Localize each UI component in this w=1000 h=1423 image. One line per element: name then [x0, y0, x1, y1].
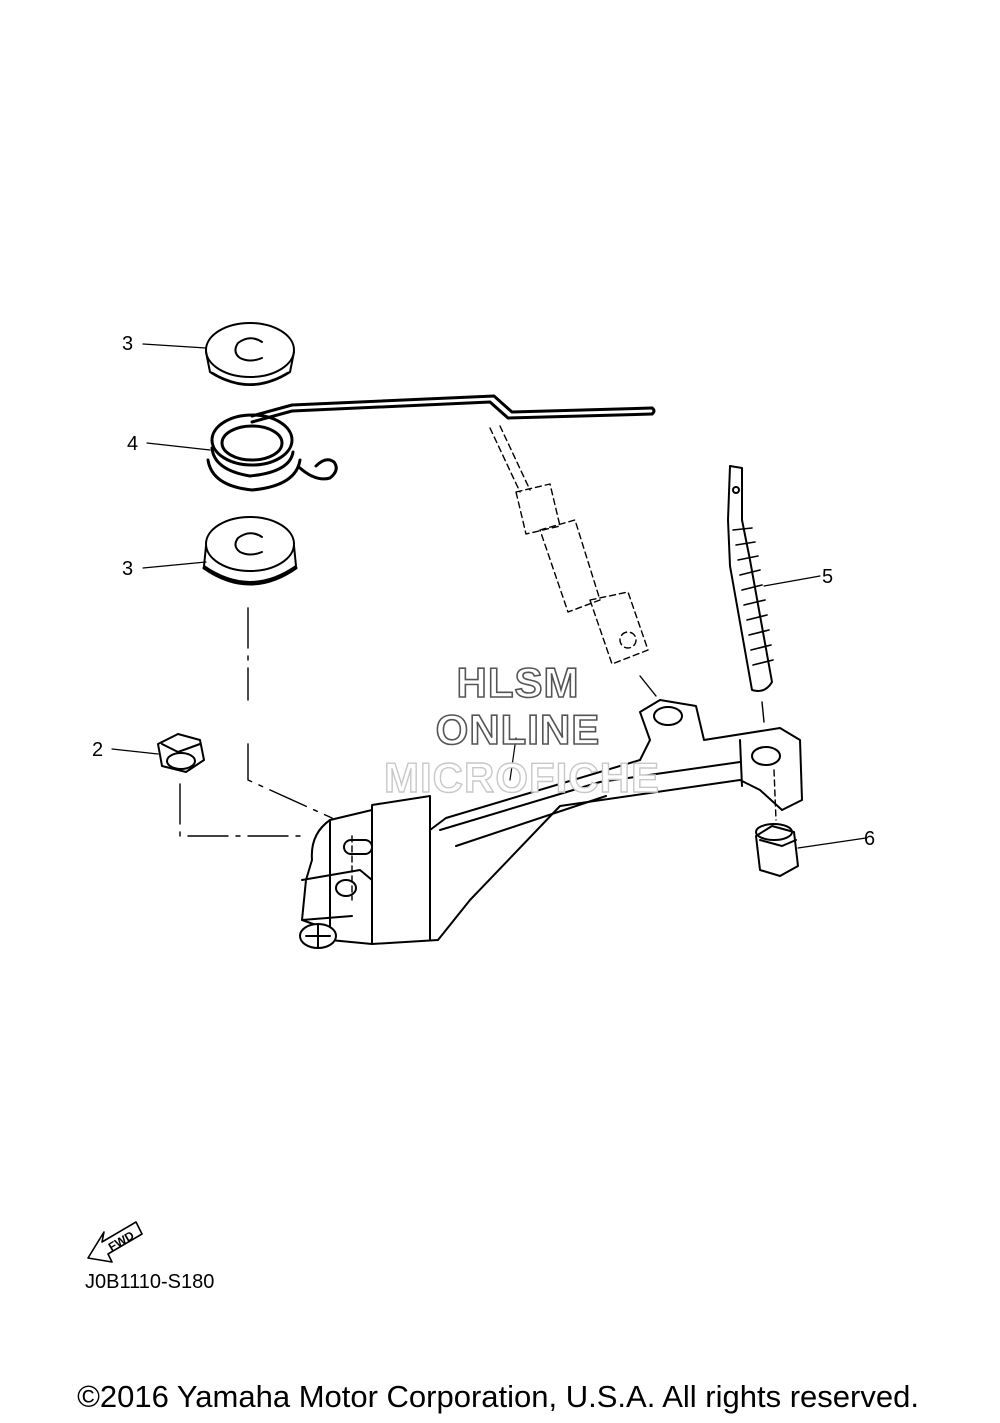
assembly-lines [179, 607, 777, 901]
bushing-lower-part [202, 516, 298, 586]
throttle-stop-screw-part [727, 465, 774, 692]
throttle-cable-reference [489, 425, 649, 665]
callout-2: 2 [92, 739, 103, 761]
watermark-line-3: MICROFICHE [384, 754, 660, 801]
callout-5: 5 [822, 566, 833, 588]
callout-6: 6 [864, 828, 875, 850]
watermark-line-1: HLSM [457, 659, 580, 706]
watermark-line-2: ONLINE [436, 706, 601, 753]
fwd-arrow-icon [87, 1221, 143, 1263]
cap-nut-part [755, 823, 799, 877]
bushing-upper-part [205, 322, 295, 386]
callout-4: 4 [127, 433, 138, 455]
throttle-lever-part [299, 699, 803, 949]
copyright-notice: ©2016 Yamaha Motor Corporation, U.S.A. A… [77, 1379, 919, 1414]
leader-lines [111, 343, 867, 849]
diagram-code: J0B1110-S180 [85, 1271, 214, 1293]
nut-part [157, 733, 205, 773]
callout-3-upper: 3 [122, 333, 133, 355]
torsion-spring-part [206, 394, 656, 492]
callout-3-lower: 3 [122, 558, 133, 580]
callout-1: 1 [501, 726, 512, 748]
